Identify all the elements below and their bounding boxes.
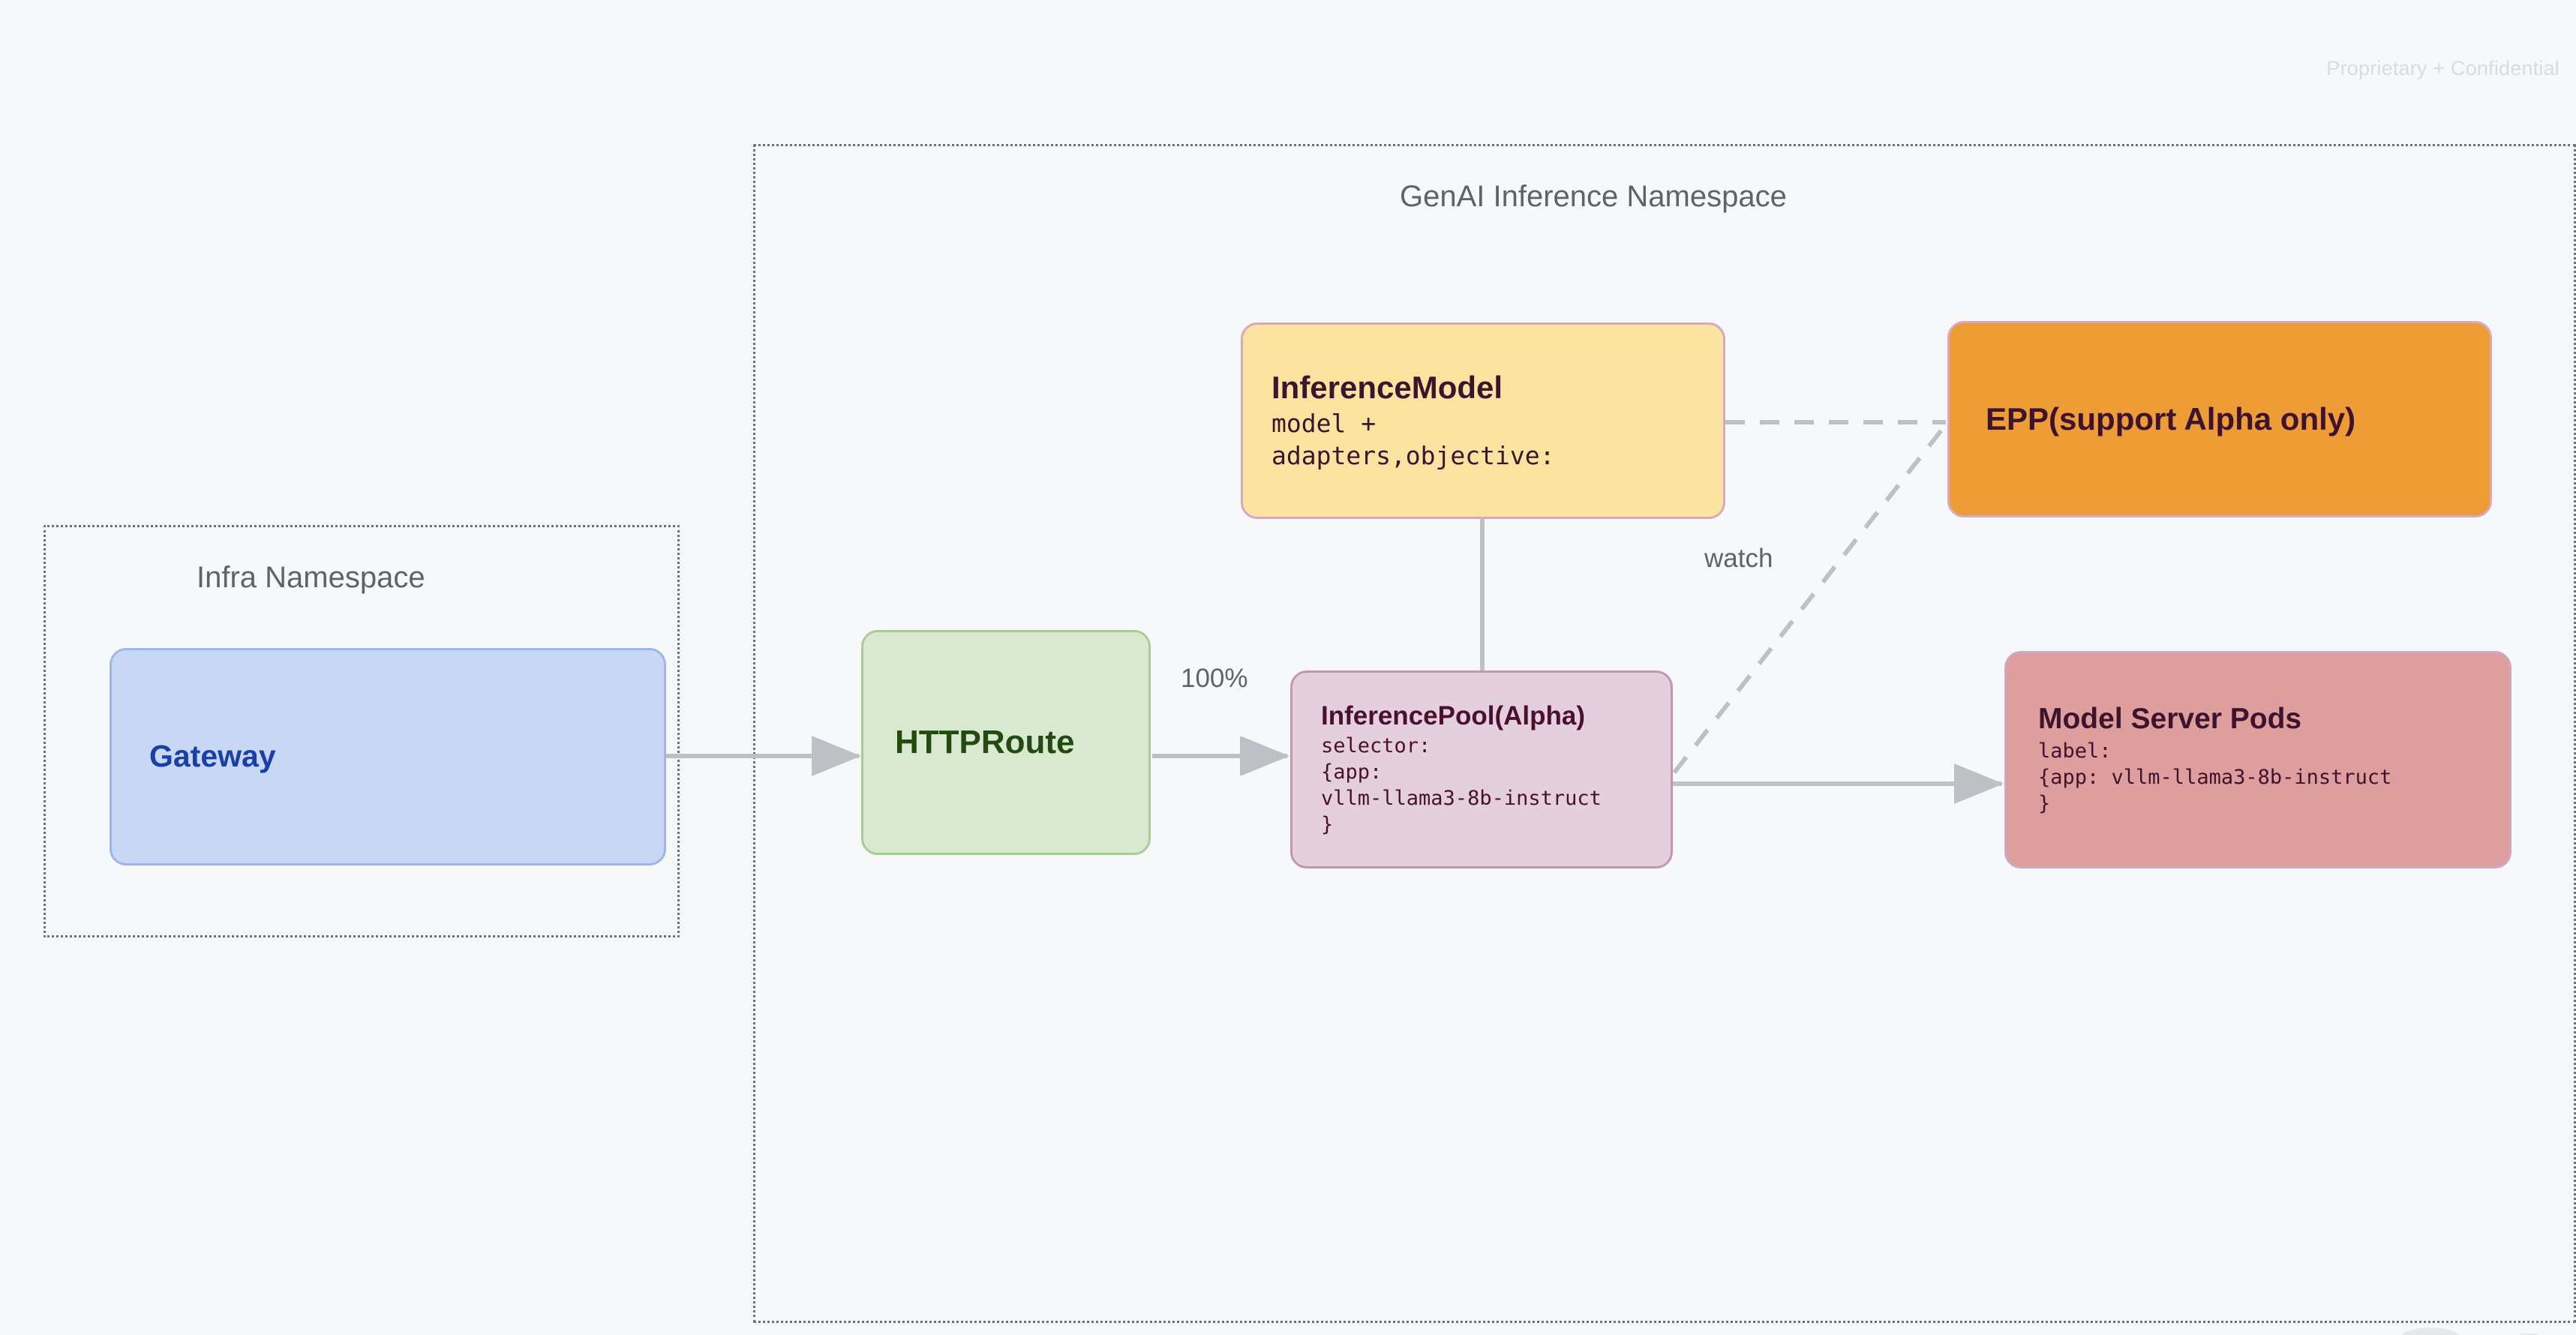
clipped-corner-mark bbox=[2394, 1317, 2567, 1335]
model-server-pods-body: label: {app: vllm-llama3-8b-instruct } bbox=[2038, 740, 2392, 816]
edge-label-100-percent: 100% bbox=[1181, 664, 1248, 693]
inferencemodel-node[interactable]: InferenceModel model + adapters,objectiv… bbox=[1241, 322, 1725, 519]
gateway-node[interactable]: Gateway bbox=[110, 648, 666, 866]
epp-title: EPP(support Alpha only) bbox=[1986, 401, 2356, 437]
gateway-title: Gateway bbox=[149, 739, 276, 774]
infra-namespace-label: Infra Namespace bbox=[197, 561, 425, 594]
httproute-node[interactable]: HTTPRoute bbox=[861, 630, 1151, 855]
model-server-pods-title: Model Server Pods bbox=[2038, 702, 2302, 735]
epp-node[interactable]: EPP(support Alpha only) bbox=[1947, 321, 2492, 518]
proprietary-confidential-watermark: Proprietary + Confidential bbox=[2326, 57, 2559, 80]
infra-namespace-container bbox=[44, 525, 680, 938]
inferencemodel-title: InferenceModel bbox=[1271, 369, 1503, 405]
inferencepool-body: selector: {app: vllm-llama3-8b-instruct … bbox=[1321, 734, 1602, 837]
edge-label-watch: watch bbox=[1704, 544, 1773, 573]
inferencemodel-body: model + adapters,objective: bbox=[1271, 408, 1555, 470]
model-server-pods-node[interactable]: Model Server Pods label: {app: vllm-llam… bbox=[2004, 651, 2511, 868]
genai-inference-namespace-label: GenAI Inference Namespace bbox=[1400, 180, 1787, 213]
httproute-title: HTTPRoute bbox=[895, 724, 1075, 761]
inferencepool-title: InferencePool(Alpha) bbox=[1321, 700, 1585, 730]
inferencepool-node[interactable]: InferencePool(Alpha) selector: {app: vll… bbox=[1290, 670, 1673, 868]
genai-inference-namespace-container bbox=[753, 144, 2576, 1323]
